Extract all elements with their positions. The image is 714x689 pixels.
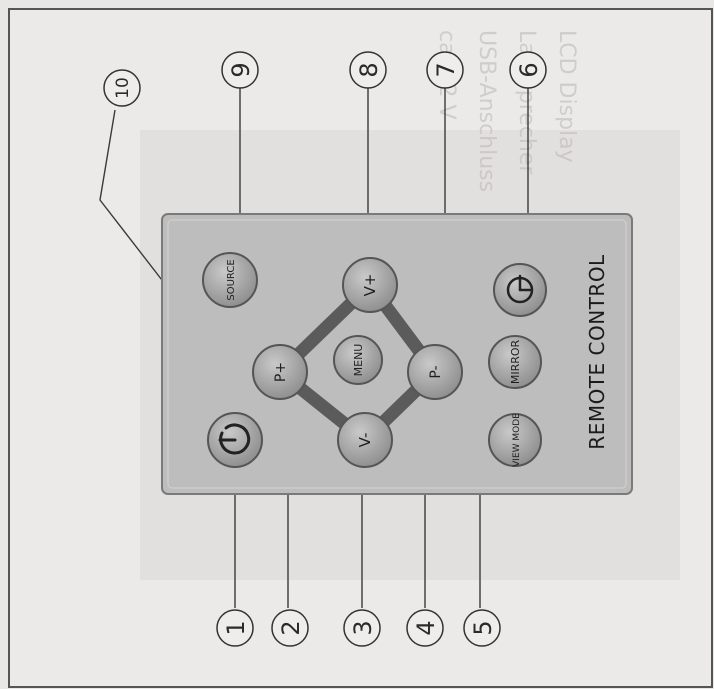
callout-7-label: 7 xyxy=(432,62,460,77)
callout-8-label: 8 xyxy=(355,62,383,77)
v-minus-button[interactable]: V- xyxy=(338,413,392,467)
callout-2-label: 2 xyxy=(277,620,305,635)
menu-button[interactable]: MENU xyxy=(334,336,382,384)
callout-7: 7 xyxy=(427,52,463,88)
callout-1-label: 1 xyxy=(222,620,250,635)
mirror-label: MIRROR xyxy=(509,339,522,384)
callout-8: 8 xyxy=(350,52,386,88)
p-plus-button[interactable]: P+ xyxy=(253,345,307,399)
mirror-button[interactable]: MIRROR xyxy=(489,336,541,388)
p-plus-label: P+ xyxy=(273,362,289,382)
v-minus-label: V- xyxy=(356,433,374,448)
source-label: SOURCE xyxy=(226,259,237,300)
callout-3-label: 3 xyxy=(349,620,377,635)
view-mode-button[interactable]: VIEW MODE xyxy=(489,413,541,467)
callout-1: 1 xyxy=(217,610,253,646)
callout-9: 9 xyxy=(222,52,258,88)
callout-6-label: 6 xyxy=(515,62,543,77)
ghost-text-1: LCD Display xyxy=(554,30,579,163)
callout-6: 6 xyxy=(510,52,546,88)
view-mode-label: VIEW MODE xyxy=(512,413,522,467)
callout-9-label: 9 xyxy=(227,62,255,77)
ghost-text-3: USB-Anschluss xyxy=(474,30,499,192)
remote-title: REMOTE CONTROL xyxy=(585,254,609,450)
standby-button[interactable] xyxy=(494,264,546,316)
menu-label: MENU xyxy=(352,344,365,377)
callout-3: 3 xyxy=(344,610,380,646)
callout-2: 2 xyxy=(272,610,308,646)
callout-4-label: 4 xyxy=(412,620,440,635)
p-minus-label: P- xyxy=(428,365,444,378)
callout-4: 4 xyxy=(407,610,443,646)
callout-10-label: 10 xyxy=(113,77,133,99)
v-plus-label: V+ xyxy=(361,274,379,297)
source-button[interactable]: SOURCE xyxy=(203,253,257,307)
callout-5: 5 xyxy=(464,610,500,646)
callout-5-label: 5 xyxy=(469,620,497,635)
p-minus-button[interactable]: P- xyxy=(408,345,462,399)
callout-10: 10 xyxy=(104,70,140,106)
v-plus-button[interactable]: V+ xyxy=(343,258,397,312)
power-button[interactable] xyxy=(208,413,262,467)
